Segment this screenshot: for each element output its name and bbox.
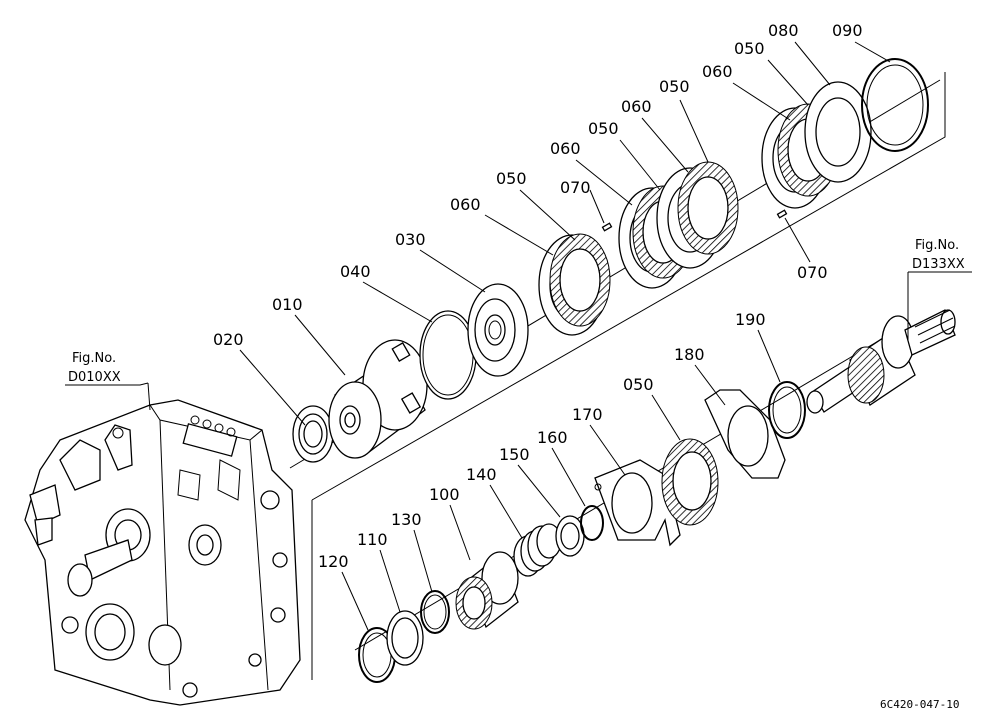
- fig-ref-left-code: D010XX: [68, 370, 121, 385]
- part-050-e: [661, 438, 719, 526]
- callout-140: 140: [466, 465, 497, 484]
- fig-ref-left-label: Fig.No.: [72, 351, 116, 366]
- part-130: [420, 590, 450, 634]
- callout-120: 120: [318, 552, 349, 571]
- callout-060-c: 060: [621, 97, 652, 116]
- callout-080: 080: [768, 21, 799, 40]
- callouts: 020 010 040 030 060 050 070 060 050 060 …: [213, 21, 863, 571]
- fig-ref-right-code: D133XX: [912, 257, 965, 272]
- part-050-a: [549, 233, 611, 327]
- fig-ref-left: Fig.No. D010XX: [65, 351, 149, 386]
- part-050-c: [677, 161, 739, 255]
- callout-060-b: 060: [550, 139, 581, 158]
- callout-150: 150: [499, 445, 530, 464]
- callout-090: 090: [832, 21, 863, 40]
- callout-070-b: 070: [797, 263, 828, 282]
- callout-070-a: 070: [560, 178, 591, 197]
- callout-050-d: 050: [734, 39, 765, 58]
- part-090: [861, 58, 929, 152]
- callout-050-c: 050: [659, 77, 690, 96]
- callout-040: 040: [340, 262, 371, 281]
- part-150: [555, 515, 585, 557]
- callout-180: 180: [674, 345, 705, 364]
- callout-190: 190: [735, 310, 766, 329]
- shaft-icon: [806, 309, 956, 414]
- callout-020: 020: [213, 330, 244, 349]
- part-190: [768, 381, 806, 439]
- callout-010: 010: [272, 295, 303, 314]
- part-110: [386, 610, 424, 666]
- drawing-code: 6C420-047-10: [880, 698, 959, 711]
- callout-060-a: 060: [450, 195, 481, 214]
- callout-030: 030: [395, 230, 426, 249]
- part-180: [704, 389, 786, 479]
- callout-050-b: 050: [588, 119, 619, 138]
- callout-100: 100: [429, 485, 460, 504]
- fig-ref-right: Fig.No. D133XX: [908, 238, 972, 273]
- part-170: [594, 459, 681, 547]
- callout-050-a: 050: [496, 169, 527, 188]
- part-080: [804, 81, 872, 183]
- housing-icon: [24, 399, 301, 706]
- part-100: [455, 551, 519, 630]
- part-070-a: [601, 222, 613, 232]
- callout-060-d: 060: [702, 62, 733, 81]
- part-030: [467, 283, 529, 377]
- callout-050-e: 050: [623, 375, 654, 394]
- part-160: [580, 505, 604, 541]
- part-140: [513, 523, 562, 577]
- callout-110: 110: [357, 530, 388, 549]
- callout-130: 130: [391, 510, 422, 529]
- fig-ref-right-label: Fig.No.: [915, 238, 959, 253]
- part-010: [328, 339, 428, 459]
- callout-160: 160: [537, 428, 568, 447]
- leader-lines: [147, 41, 909, 631]
- part-020: [292, 405, 334, 463]
- part-070-b: [776, 209, 788, 219]
- callout-170: 170: [572, 405, 603, 424]
